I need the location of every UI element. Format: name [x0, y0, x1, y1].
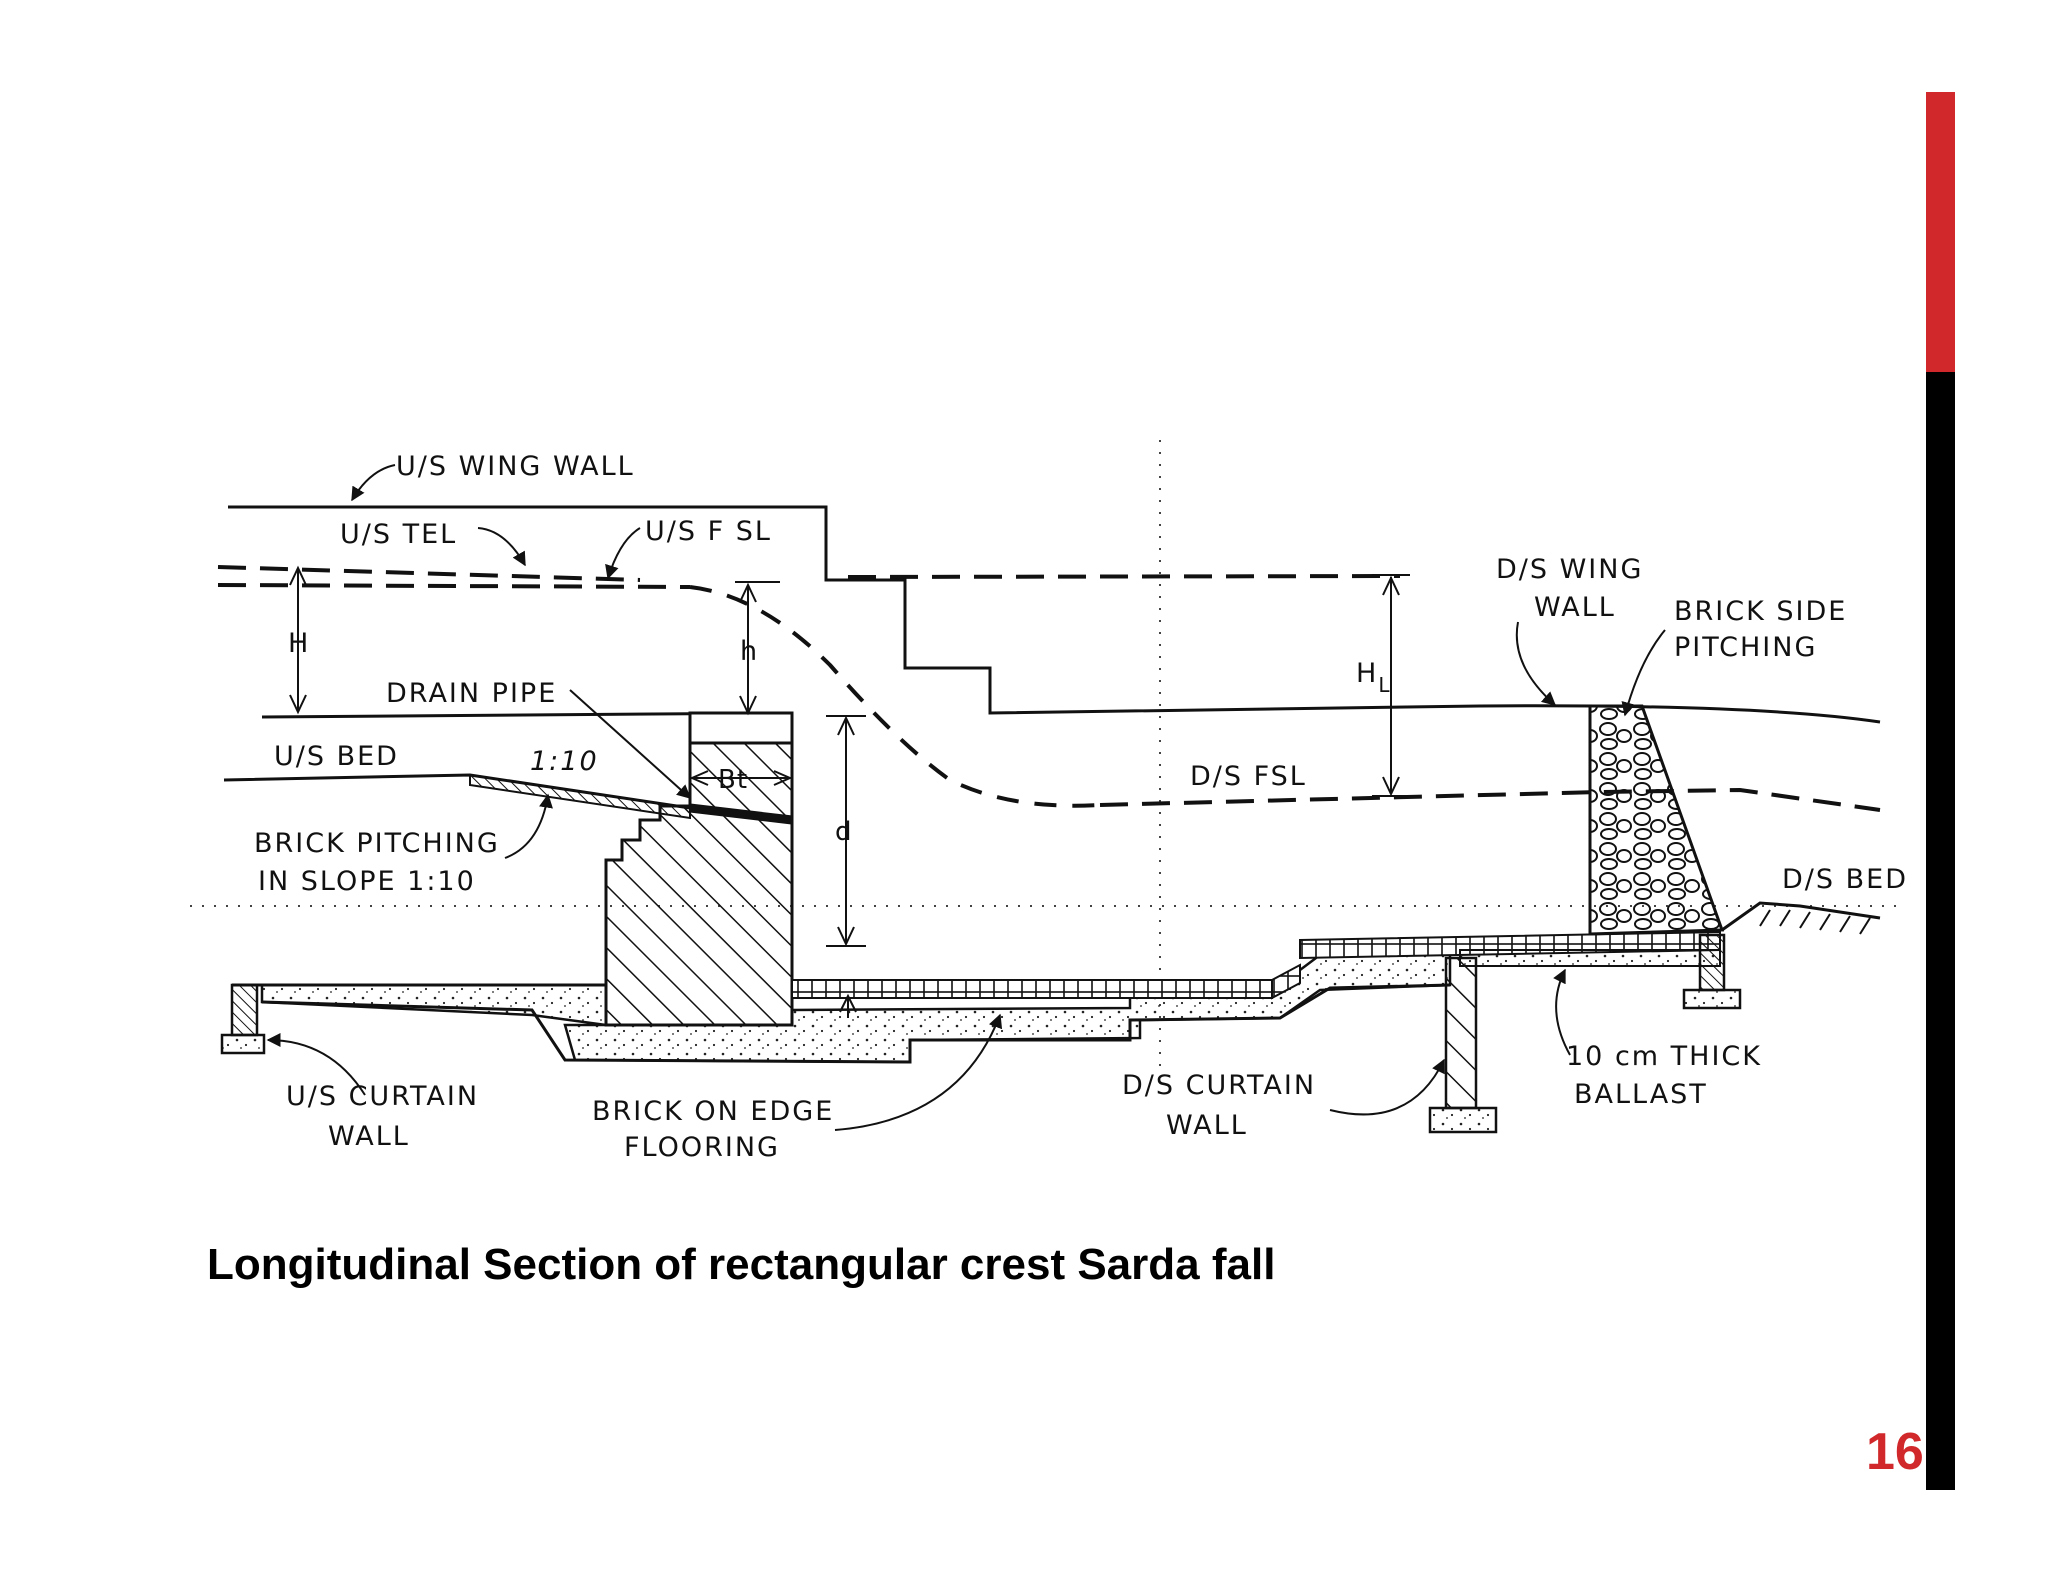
leader-brick-flooring	[834, 1013, 1003, 1131]
brick-flooring-slope	[1271, 963, 1301, 1000]
label-ds-fsl: D/S FSL	[1190, 761, 1307, 792]
leader-brick-pitching	[504, 793, 553, 859]
label-brick-side-1: BRICK SIDE	[1674, 596, 1847, 627]
brick-pitching-slope	[469, 773, 691, 820]
label-us-wing-wall: U/S WING WALL	[396, 451, 635, 482]
dim-d-arrowheads	[837, 715, 855, 947]
label-H: H	[288, 628, 310, 659]
ballast-layer	[1459, 949, 1721, 967]
slide-caption: Longitudinal Section of rectangular cres…	[207, 1240, 1276, 1289]
label-bt: Bt	[718, 765, 748, 795]
us-fsl-line	[217, 583, 691, 589]
us-curtain-footing	[220, 1033, 266, 1055]
label-h: h	[740, 636, 759, 667]
label-us-fsl: U/S F SL	[645, 516, 772, 547]
crest-body	[604, 741, 794, 1027]
ds-wing-wall	[1588, 704, 1725, 936]
dim-hl-arrowheads	[1382, 575, 1400, 797]
leader-ds-wing-wall	[1515, 621, 1557, 706]
label-us-curtain-1: U/S CURTAIN	[286, 1081, 479, 1112]
ds-bed-line	[1721, 901, 1881, 932]
leader-brick-side	[1621, 629, 1666, 717]
leader-us-curtain	[266, 1033, 366, 1096]
water-surface-curve	[689, 585, 1101, 808]
label-drain-pipe: DRAIN PIPE	[386, 678, 557, 709]
accent-bar-red	[1926, 92, 1955, 372]
label-ballast-2: BALLAST	[1574, 1079, 1708, 1110]
dim-H-arrowheads	[289, 565, 307, 715]
ds-curtain-footing	[1428, 1106, 1498, 1134]
label-brick-side-2: PITCHING	[1674, 632, 1817, 663]
label-ds-curtain-2: WALL	[1166, 1110, 1248, 1141]
leader-ds-curtain	[1329, 1058, 1445, 1116]
brick-on-edge-flooring	[791, 979, 1273, 999]
label-hl: HL	[1356, 658, 1391, 697]
label-ds-wing-wall-1: D/S WING	[1496, 554, 1643, 585]
dim-bt-arrowheads	[689, 770, 793, 786]
label-us-tel: U/S TEL	[340, 519, 457, 550]
label-ds-curtain-1: D/S CURTAIN	[1122, 1070, 1316, 1101]
leader-us-wing-wall	[351, 464, 396, 502]
accent-bar-black	[1926, 372, 1955, 1490]
ds-end-footing	[1682, 988, 1742, 1010]
us-wing-wall-outline	[228, 505, 1881, 724]
label-brick-on-edge-2: FLOORING	[624, 1132, 780, 1163]
ds-bed-hatch	[1759, 909, 1871, 935]
ds-end-curtain	[1698, 933, 1726, 992]
label-us-bed: U/S BED	[274, 741, 399, 772]
label-ballast-1: 10 cm THICK	[1566, 1041, 1762, 1072]
dim-h-arrowheads	[739, 582, 757, 716]
label-d: d	[835, 817, 853, 847]
us-curtain-wall	[230, 983, 259, 1037]
label-us-curtain-2: WALL	[328, 1121, 410, 1152]
label-ds-wing-wall-2: WALL	[1534, 592, 1616, 623]
drain-pipe	[689, 803, 793, 825]
ds-fsl-line	[1099, 787, 1881, 812]
leader-drain-pipe	[569, 689, 692, 799]
page-number: 16	[1866, 1423, 1924, 1481]
label-slope-ratio: 1:10	[530, 746, 599, 777]
label-ds-bed: D/S BED	[1782, 864, 1908, 895]
crest-top	[688, 711, 794, 745]
floor-profile	[232, 983, 1451, 1064]
label-brick-pitching-2: IN SLOPE 1:10	[258, 866, 476, 897]
label-brick-on-edge-1: BRICK ON EDGE	[592, 1096, 834, 1127]
dim-floor-arrowhead	[839, 993, 857, 1013]
leader-ballast	[1553, 968, 1571, 1056]
leader-us-fsl	[605, 527, 641, 580]
label-brick-pitching-1: BRICK PITCHING	[254, 828, 500, 859]
ds-curtain-wall	[1444, 956, 1478, 1110]
ds-tel-line	[847, 574, 1401, 579]
us-tel-line	[217, 565, 641, 582]
leader-us-tel	[477, 527, 526, 567]
